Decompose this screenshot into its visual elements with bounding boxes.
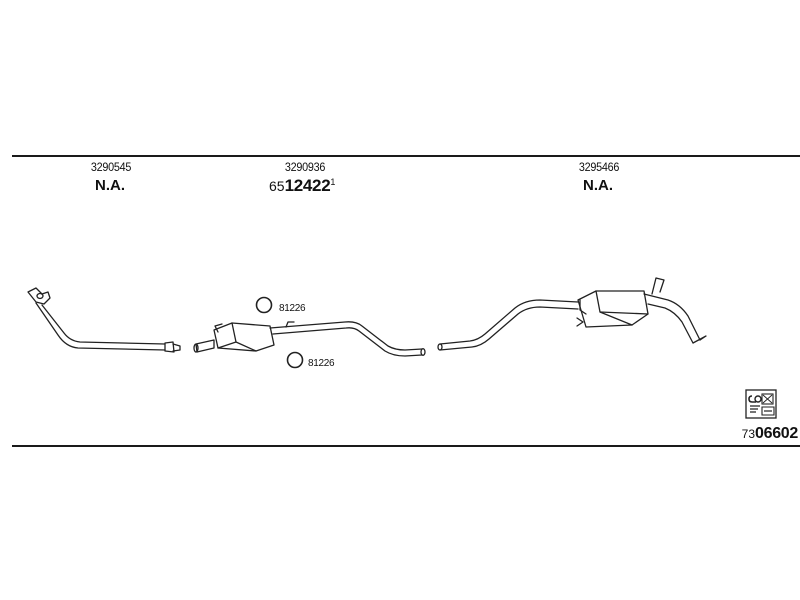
clamp-label-lower: 81226 bbox=[308, 358, 335, 369]
ref-prefix: 65 bbox=[269, 178, 285, 194]
clamp-ring-lower bbox=[286, 351, 304, 369]
front-pipe-coupler bbox=[164, 341, 175, 353]
middle-silencer bbox=[193, 321, 426, 357]
diagram-ref-prefix: 73 bbox=[741, 427, 755, 441]
rear-silencer-inlet-pipe bbox=[439, 299, 579, 345]
part-number-rear-silencer: 3295466 bbox=[578, 160, 620, 174]
rear-silencer-body bbox=[577, 290, 649, 328]
front-pipe bbox=[27, 287, 181, 353]
clamp-label-upper: 81226 bbox=[279, 303, 306, 314]
diagram-ref-main: 06602 bbox=[755, 425, 798, 442]
front-pipe-tube-inner bbox=[41, 304, 166, 345]
diagram-reference-number: 7306602 bbox=[741, 425, 799, 443]
availability-rear-silencer: N.A. bbox=[583, 177, 613, 194]
rear-silencer-tail-pipe bbox=[643, 293, 701, 341]
clamp-ring-upper bbox=[255, 296, 273, 314]
part-number-front-pipe: 3290545 bbox=[90, 160, 132, 174]
bottom-divider bbox=[12, 445, 800, 447]
ref-sup: 1 bbox=[330, 177, 336, 187]
top-divider bbox=[12, 155, 800, 157]
rear-silencer bbox=[437, 277, 707, 351]
middle-silencer-pipe bbox=[269, 321, 423, 351]
ref-number-middle-silencer: 65124221 bbox=[269, 176, 335, 196]
front-pipe-tube bbox=[35, 302, 166, 351]
front-pipe-flange bbox=[27, 287, 51, 305]
part-number-middle-silencer: 3290936 bbox=[284, 160, 326, 174]
ref-main: 12422 bbox=[284, 176, 331, 195]
catalog-logo-icon bbox=[745, 389, 777, 419]
availability-front-pipe: N.A. bbox=[95, 177, 125, 194]
front-pipe-flange-hole bbox=[36, 292, 44, 300]
